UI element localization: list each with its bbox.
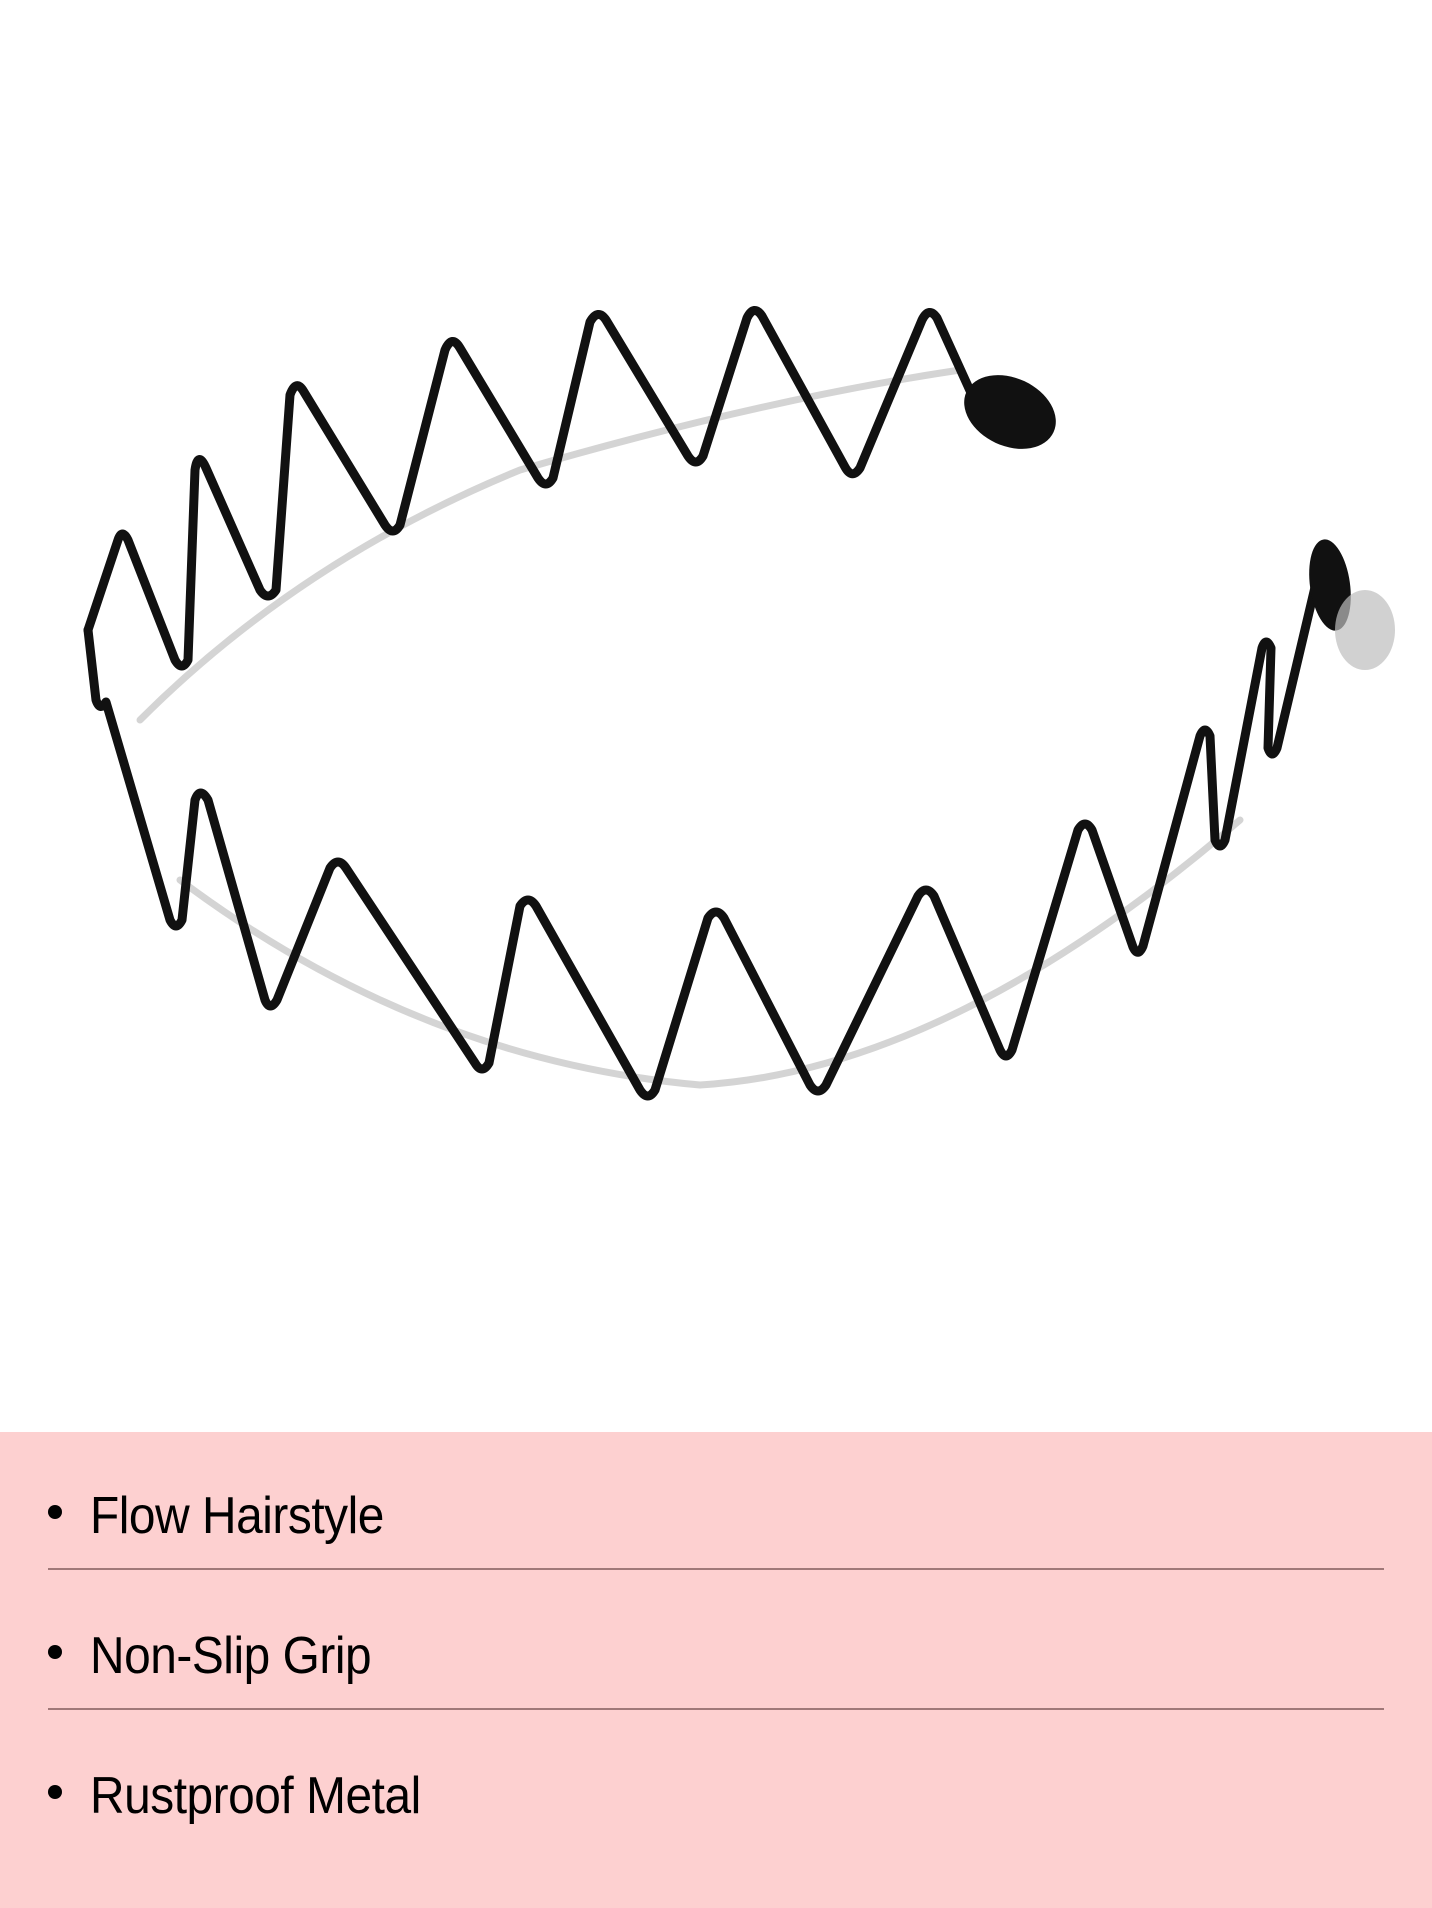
divider xyxy=(48,1568,1384,1570)
feature-item-rustproof-metal: Rustproof Metal xyxy=(48,1736,1384,1856)
feature-label: Non-Slip Grip xyxy=(90,1627,372,1685)
feature-item-flow-hairstyle: Flow Hairstyle xyxy=(48,1456,1384,1576)
bullet-icon xyxy=(48,1505,62,1519)
headband-back-band xyxy=(83,306,977,671)
headband-end-cap-top xyxy=(964,375,1056,449)
wavy-headband-illustration xyxy=(83,306,1395,1101)
feature-label: Rustproof Metal xyxy=(90,1767,421,1825)
bullet-icon xyxy=(48,1785,62,1799)
feature-label: Flow Hairstyle xyxy=(90,1487,384,1545)
product-image xyxy=(83,306,1395,1101)
feature-item-non-slip-grip: Non-Slip Grip xyxy=(48,1596,1384,1716)
headband-front-band xyxy=(83,540,1330,1101)
bullet-icon xyxy=(48,1645,62,1659)
divider xyxy=(48,1708,1384,1710)
feature-list-panel: Flow Hairstyle Non-Slip Grip Rustproof M… xyxy=(0,1432,1432,1908)
